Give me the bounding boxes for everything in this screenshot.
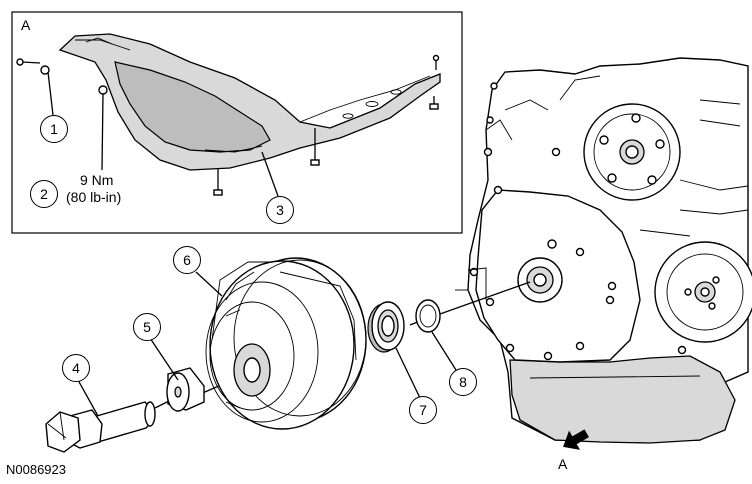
- crankshaft-front-seal: [367, 301, 405, 353]
- torque-lbin: (80 lb-in): [66, 189, 122, 205]
- callout-5: 5: [133, 313, 161, 341]
- view-arrow: [563, 429, 589, 450]
- callout-4: 4: [62, 354, 90, 382]
- crankshaft-washer: [166, 367, 205, 412]
- callout-3: 3: [266, 196, 294, 224]
- crankshaft-bolt: [45, 401, 156, 453]
- crankshaft-ring: [415, 299, 441, 333]
- callout-1: 1: [40, 115, 68, 143]
- callout-2: 2: [30, 180, 58, 208]
- crankshaft-pulley: [205, 257, 367, 430]
- figure-code: N0086923: [6, 462, 66, 477]
- inset-view-label: A: [21, 17, 31, 33]
- engine-block: [455, 57, 752, 444]
- callout-8: 8: [449, 368, 477, 396]
- inset-frame: [11, 11, 463, 234]
- callout-7: 7: [409, 396, 437, 424]
- view-arrow-label: A: [558, 456, 568, 472]
- splash-shield: [58, 33, 441, 171]
- callout-6: 6: [173, 246, 201, 274]
- torque-nm: 9 Nm: [80, 172, 114, 188]
